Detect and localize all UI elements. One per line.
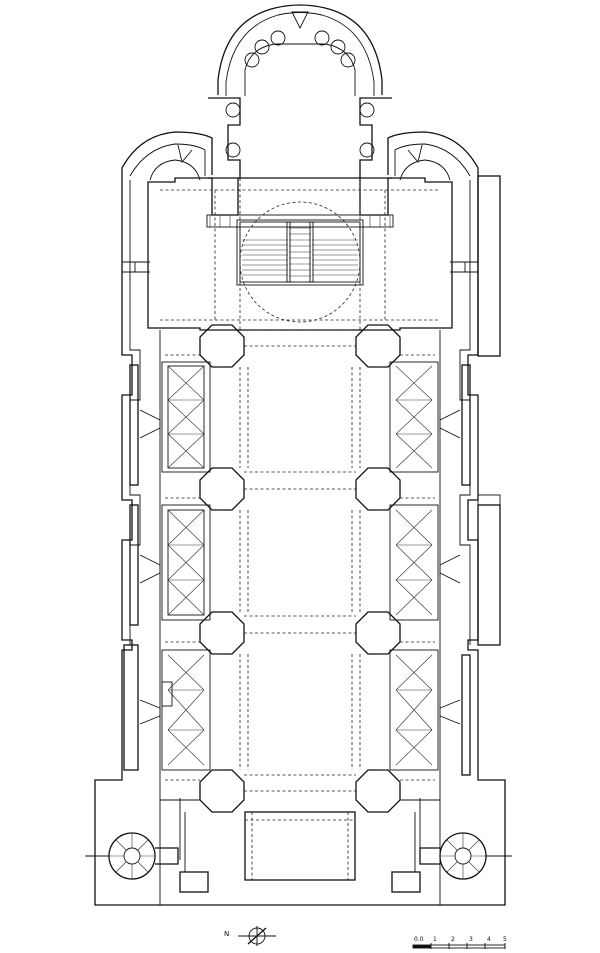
scale-tick-2: 2 bbox=[451, 936, 455, 943]
north-arrow: N bbox=[224, 926, 276, 946]
scale-tick-3: 3 bbox=[469, 936, 473, 943]
scale-bar: 0.0 1 2 3 4 5 bbox=[412, 936, 507, 949]
south-stair-turret bbox=[419, 832, 512, 880]
north-aisle-bays bbox=[161, 361, 211, 771]
scale-tick-4: 4 bbox=[487, 936, 491, 943]
south-side-apse bbox=[387, 131, 479, 181]
north-stair-turret bbox=[85, 832, 179, 880]
nave-piers bbox=[199, 324, 401, 813]
south-aisle-bays bbox=[389, 361, 439, 771]
west-front bbox=[179, 811, 421, 893]
crossing-dome bbox=[236, 201, 364, 323]
transept bbox=[147, 177, 453, 331]
north-arrow-label: N bbox=[224, 930, 229, 938]
scale-tick-0: 0.0 bbox=[414, 936, 424, 943]
scale-tick-1: 1 bbox=[433, 936, 437, 943]
choir-stairs bbox=[239, 221, 361, 283]
aisle-walls bbox=[159, 330, 441, 905]
apse-niches bbox=[244, 30, 356, 68]
nave-vaults bbox=[165, 329, 435, 792]
north-side-apse bbox=[121, 131, 213, 181]
outer-walls bbox=[94, 175, 506, 906]
apse bbox=[208, 4, 392, 179]
scale-tick-5: 5 bbox=[503, 936, 507, 943]
